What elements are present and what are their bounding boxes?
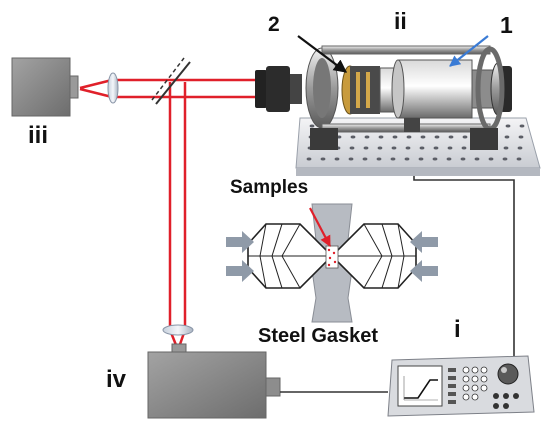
table-hole [390, 157, 396, 161]
table-hole [320, 157, 326, 161]
table-hole [309, 124, 315, 128]
table-hole [419, 146, 425, 150]
table-hole [350, 135, 356, 139]
diamond-anvil-cell [255, 45, 512, 150]
label-i: i [454, 316, 461, 343]
table-hole [516, 157, 522, 161]
table-hole [406, 135, 412, 139]
table-hole [391, 146, 397, 150]
table-hole [505, 124, 511, 128]
function-generator-i [387, 355, 535, 417]
beamsplitter [151, 57, 191, 105]
samples-pointer [309, 207, 331, 247]
table-hole [519, 124, 525, 128]
table-hole [504, 135, 510, 139]
table-hole [432, 157, 438, 161]
table-hole [448, 135, 454, 139]
table-hole [517, 146, 523, 150]
label-iii: iii [28, 122, 49, 149]
laser-beams [79, 78, 262, 351]
table-hole [502, 157, 508, 161]
table-hole [348, 157, 354, 161]
table-hole [420, 135, 426, 139]
table-hole [488, 157, 494, 161]
table-hole [349, 146, 355, 150]
label-steel-gasket: Steel Gasket [258, 325, 379, 347]
table-hole [405, 146, 411, 150]
label-2: 2 [268, 13, 280, 36]
label-samples: Samples [230, 177, 309, 198]
table-hole [518, 135, 524, 139]
table-hole [364, 135, 370, 139]
table-hole [378, 135, 384, 139]
table-hole [503, 146, 509, 150]
table-hole [447, 146, 453, 150]
table-hole [306, 157, 312, 161]
spectrometer-iv [147, 343, 281, 419]
lens-detector [107, 72, 119, 104]
table-hole [363, 146, 369, 150]
anvil-diagram [226, 203, 438, 323]
pointer-arrow-1 [449, 35, 489, 67]
table-hole [362, 157, 368, 161]
lens-spectrometer [162, 324, 194, 336]
table-hole [376, 157, 382, 161]
table-hole [474, 157, 480, 161]
table-hole [334, 157, 340, 161]
pointer-arrow-2 [297, 35, 348, 73]
table-hole [404, 157, 410, 161]
table-hole [418, 157, 424, 161]
label-ii: ii [394, 8, 407, 34]
table-hole [433, 146, 439, 150]
table-hole [392, 135, 398, 139]
table-hole [377, 146, 383, 150]
label-iv: iv [106, 366, 127, 393]
table-hole [461, 146, 467, 150]
table-hole [460, 157, 466, 161]
detector-iii [11, 57, 79, 117]
label-1: 1 [500, 12, 513, 38]
table-hole [462, 135, 468, 139]
table-hole [446, 157, 452, 161]
table-hole [434, 135, 440, 139]
